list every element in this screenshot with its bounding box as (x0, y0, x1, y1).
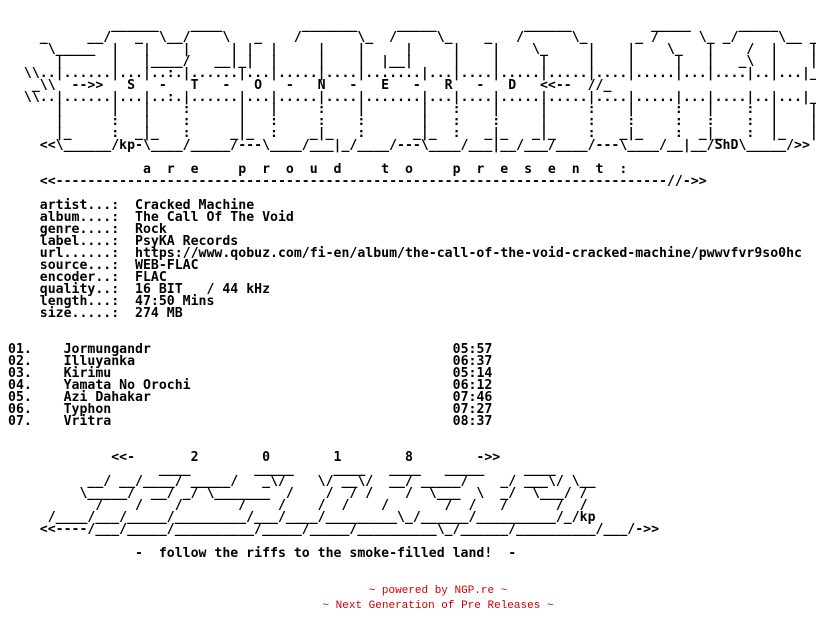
track-title: Vritra (63, 414, 453, 429)
track-number: 06. (8, 402, 64, 417)
info-label: label....: (8, 234, 120, 249)
info-label: url......: (8, 246, 120, 261)
info-label: genre....: (8, 222, 120, 237)
tagline: - follow the riffs to the smoke-filled l… (8, 546, 517, 561)
info-value: WEB-FLAC (119, 258, 199, 273)
info-label: source...: (8, 258, 120, 273)
info-value: Cracked Machine (119, 198, 255, 213)
track-title: Kirimu (63, 366, 453, 381)
info-value: PsyKA Records (119, 234, 239, 249)
track-number: 05. (8, 390, 64, 405)
track-row: 01. Jormungandr 05:57 (8, 342, 492, 357)
track-duration: 07:46 (452, 390, 493, 405)
info-row: source...: WEB-FLAC (8, 258, 199, 273)
track-row: 07. Vritra 08:37 (8, 414, 492, 429)
track-title: Yamata No Orochi (63, 378, 453, 393)
year-line: <<- 2 0 1 8 ->> (8, 450, 501, 465)
track-row: 02. Illuyanka 06:37 (8, 354, 492, 369)
info-value: FLAC (119, 270, 167, 285)
track-number: 01. (8, 342, 64, 357)
info-value: Rock (119, 222, 167, 237)
track-number: 03. (8, 366, 64, 381)
footer-powered: ~ powered by NGP.re ~ (368, 585, 508, 597)
info-label: encoder..: (8, 270, 120, 285)
track-number: 02. (8, 354, 64, 369)
info-row: url......: https://www.qobuz.com/fi-en/a… (8, 246, 802, 261)
track-title: Illuyanka (63, 354, 453, 369)
info-row: genre....: Rock (8, 222, 167, 237)
info-value: 274 MB (119, 306, 183, 321)
footer: ~ powered by NGP.re ~ ~ Next Generation … (0, 584, 816, 614)
info-label: quality..: (8, 282, 120, 297)
info-block: artist...: Cracked Machine album....: Th… (8, 198, 802, 321)
track-title: Jormungandr (63, 342, 453, 357)
present-rule: <<--------------------------------------… (8, 174, 707, 189)
info-row: length...: 47:50 Mins (8, 294, 215, 309)
track-row: 06. Typhon 07:27 (8, 402, 492, 417)
info-row: album....: The Call Of The Void (8, 210, 294, 225)
info-row: quality..: 16 BIT / 44 kHz (8, 282, 270, 297)
track-duration: 06:12 (452, 378, 493, 393)
track-title: Azi Dahakar (63, 390, 453, 405)
info-row: artist...: Cracked Machine (8, 198, 254, 213)
info-label: album....: (8, 210, 120, 225)
info-row: encoder..: FLAC (8, 270, 167, 285)
info-value: 16 BIT / 44 kHz (119, 282, 271, 297)
footer-ngp: ~ Next Generation of Pre Releases ~ (322, 600, 554, 612)
track-duration: 08:37 (452, 414, 493, 429)
track-row: 03. Kirimu 05:14 (8, 366, 492, 381)
track-row: 04. Yamata No Orochi 06:12 (8, 378, 492, 393)
track-number: 04. (8, 378, 64, 393)
track-row: 05. Azi Dahakar 07:46 (8, 390, 492, 405)
stoned-line: _\\ -->> S - T - O - N - E - R - D <<-- … (8, 78, 612, 93)
logo-top: ______ ____ _______ _____ ______ _____ _… (23, 18, 816, 81)
info-value: 47:50 Mins (119, 294, 215, 309)
info-row: label....: PsyKA Records (8, 234, 239, 249)
info-row: size.....: 274 MB (8, 306, 183, 321)
track-duration: 05:14 (452, 366, 493, 381)
info-label: artist...: (8, 198, 120, 213)
logo-2018: ____ _____ ____ ____ _____ ____ __/ __/_… (47, 462, 596, 525)
track-title: Typhon (63, 402, 453, 417)
info-label: length...: (8, 294, 120, 309)
track-duration: 05:57 (452, 342, 493, 357)
present-line: a r e p r o u d t o p r e s e n t : (8, 162, 628, 177)
track-duration: 07:27 (452, 402, 493, 417)
track-list: 01. Jormungandr 05:57 02. Illuyanka 06:3… (8, 342, 492, 429)
track-number: 07. (8, 414, 64, 429)
logo-bottom: \\..|......|...|..:.|......|...|.....|..… (23, 90, 816, 153)
track-duration: 06:37 (452, 354, 493, 369)
logo-2018-close: <<----/___/_____/__________/_____/_____/… (8, 522, 660, 537)
nfo-text: ______ ____ _______ _____ ______ _____ _… (8, 8, 816, 560)
info-value: The Call Of The Void (119, 210, 294, 225)
info-label: size.....: (8, 306, 120, 321)
info-value: https://www.qobuz.com/fi-en/album/the-ca… (119, 246, 802, 261)
